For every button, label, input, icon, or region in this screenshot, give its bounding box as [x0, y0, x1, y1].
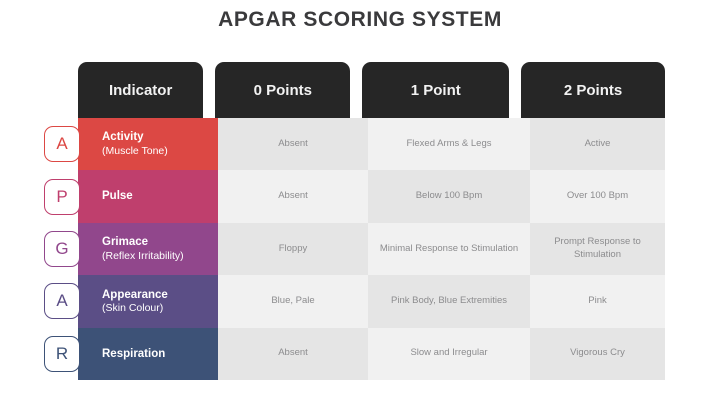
indicator-sublabel: (Reflex Irritability): [102, 249, 184, 262]
indicator-badge-slot: A: [44, 275, 80, 327]
indicator-name: Appearance: [102, 288, 168, 301]
score-cell: Pink Body, Blue Extremities: [368, 275, 530, 328]
score-cell: Active: [530, 118, 665, 171]
indicator-sublabel: (Muscle Tone): [102, 144, 168, 157]
indicator-cell: Respiration: [78, 327, 218, 380]
indicator-badge-slot: A: [44, 118, 80, 170]
column-header-label: 1 Point: [410, 81, 461, 99]
indicator-letter-badge: G: [44, 230, 80, 267]
column-header-2-points: 2 Points: [521, 62, 665, 118]
indicator-letter-badge: P: [44, 178, 80, 215]
score-cell: Below 100 Bpm: [368, 170, 530, 223]
column-header-label: 0 Points: [253, 81, 312, 99]
score-cell: Absent: [218, 327, 368, 380]
score-cell: Absent: [218, 170, 368, 223]
score-cell: Absent: [218, 118, 368, 171]
score-cell: Blue, Pale: [218, 275, 368, 328]
score-cell: Minimal Response to Stimulation: [368, 222, 530, 276]
indicator-badge-slot: G: [44, 223, 80, 275]
column-header-indicator: Indicator: [78, 62, 204, 118]
indicator-name: Pulse: [102, 190, 133, 203]
page-title: APGAR SCORING SYSTEM: [218, 8, 502, 31]
indicator-badge-slot: R: [44, 328, 80, 380]
score-cell: Slow and Irregular: [368, 327, 530, 380]
score-cell: Vigorous Cry: [530, 327, 665, 380]
indicator-name: Grimace: [102, 236, 149, 249]
indicator-cell: Activity(Muscle Tone): [78, 118, 218, 171]
table-header-row: Indicator 0 Points 1 Point 2 Points: [78, 62, 665, 118]
column-header-0-points: 0 Points: [215, 62, 351, 118]
score-cell: Prompt Response to Stimulation: [530, 222, 665, 276]
indicator-sublabel: (Skin Colour): [102, 301, 164, 314]
indicator-letter-badge: A: [44, 283, 80, 320]
column-header-label: 2 Points: [563, 81, 623, 99]
score-cell: Floppy: [218, 222, 368, 276]
indicator-letter-badge: R: [44, 335, 80, 372]
score-cell: Pink: [530, 275, 665, 328]
score-cell: Over 100 Bpm: [530, 170, 665, 223]
column-header-1-point: 1 Point: [362, 62, 510, 118]
indicator-name: Respiration: [102, 347, 166, 360]
indicator-badge-slot: P: [44, 170, 80, 222]
indicator-cell: Appearance(Skin Colour): [78, 275, 218, 328]
column-header-label: Indicator: [108, 81, 173, 99]
indicator-name: Activity: [102, 131, 144, 144]
score-cell: Flexed Arms & Legs: [368, 118, 530, 171]
indicator-cell: Pulse: [78, 170, 218, 223]
indicator-letter-badge: A: [44, 126, 80, 163]
indicator-cell: Grimace(Reflex Irritability): [78, 222, 218, 276]
